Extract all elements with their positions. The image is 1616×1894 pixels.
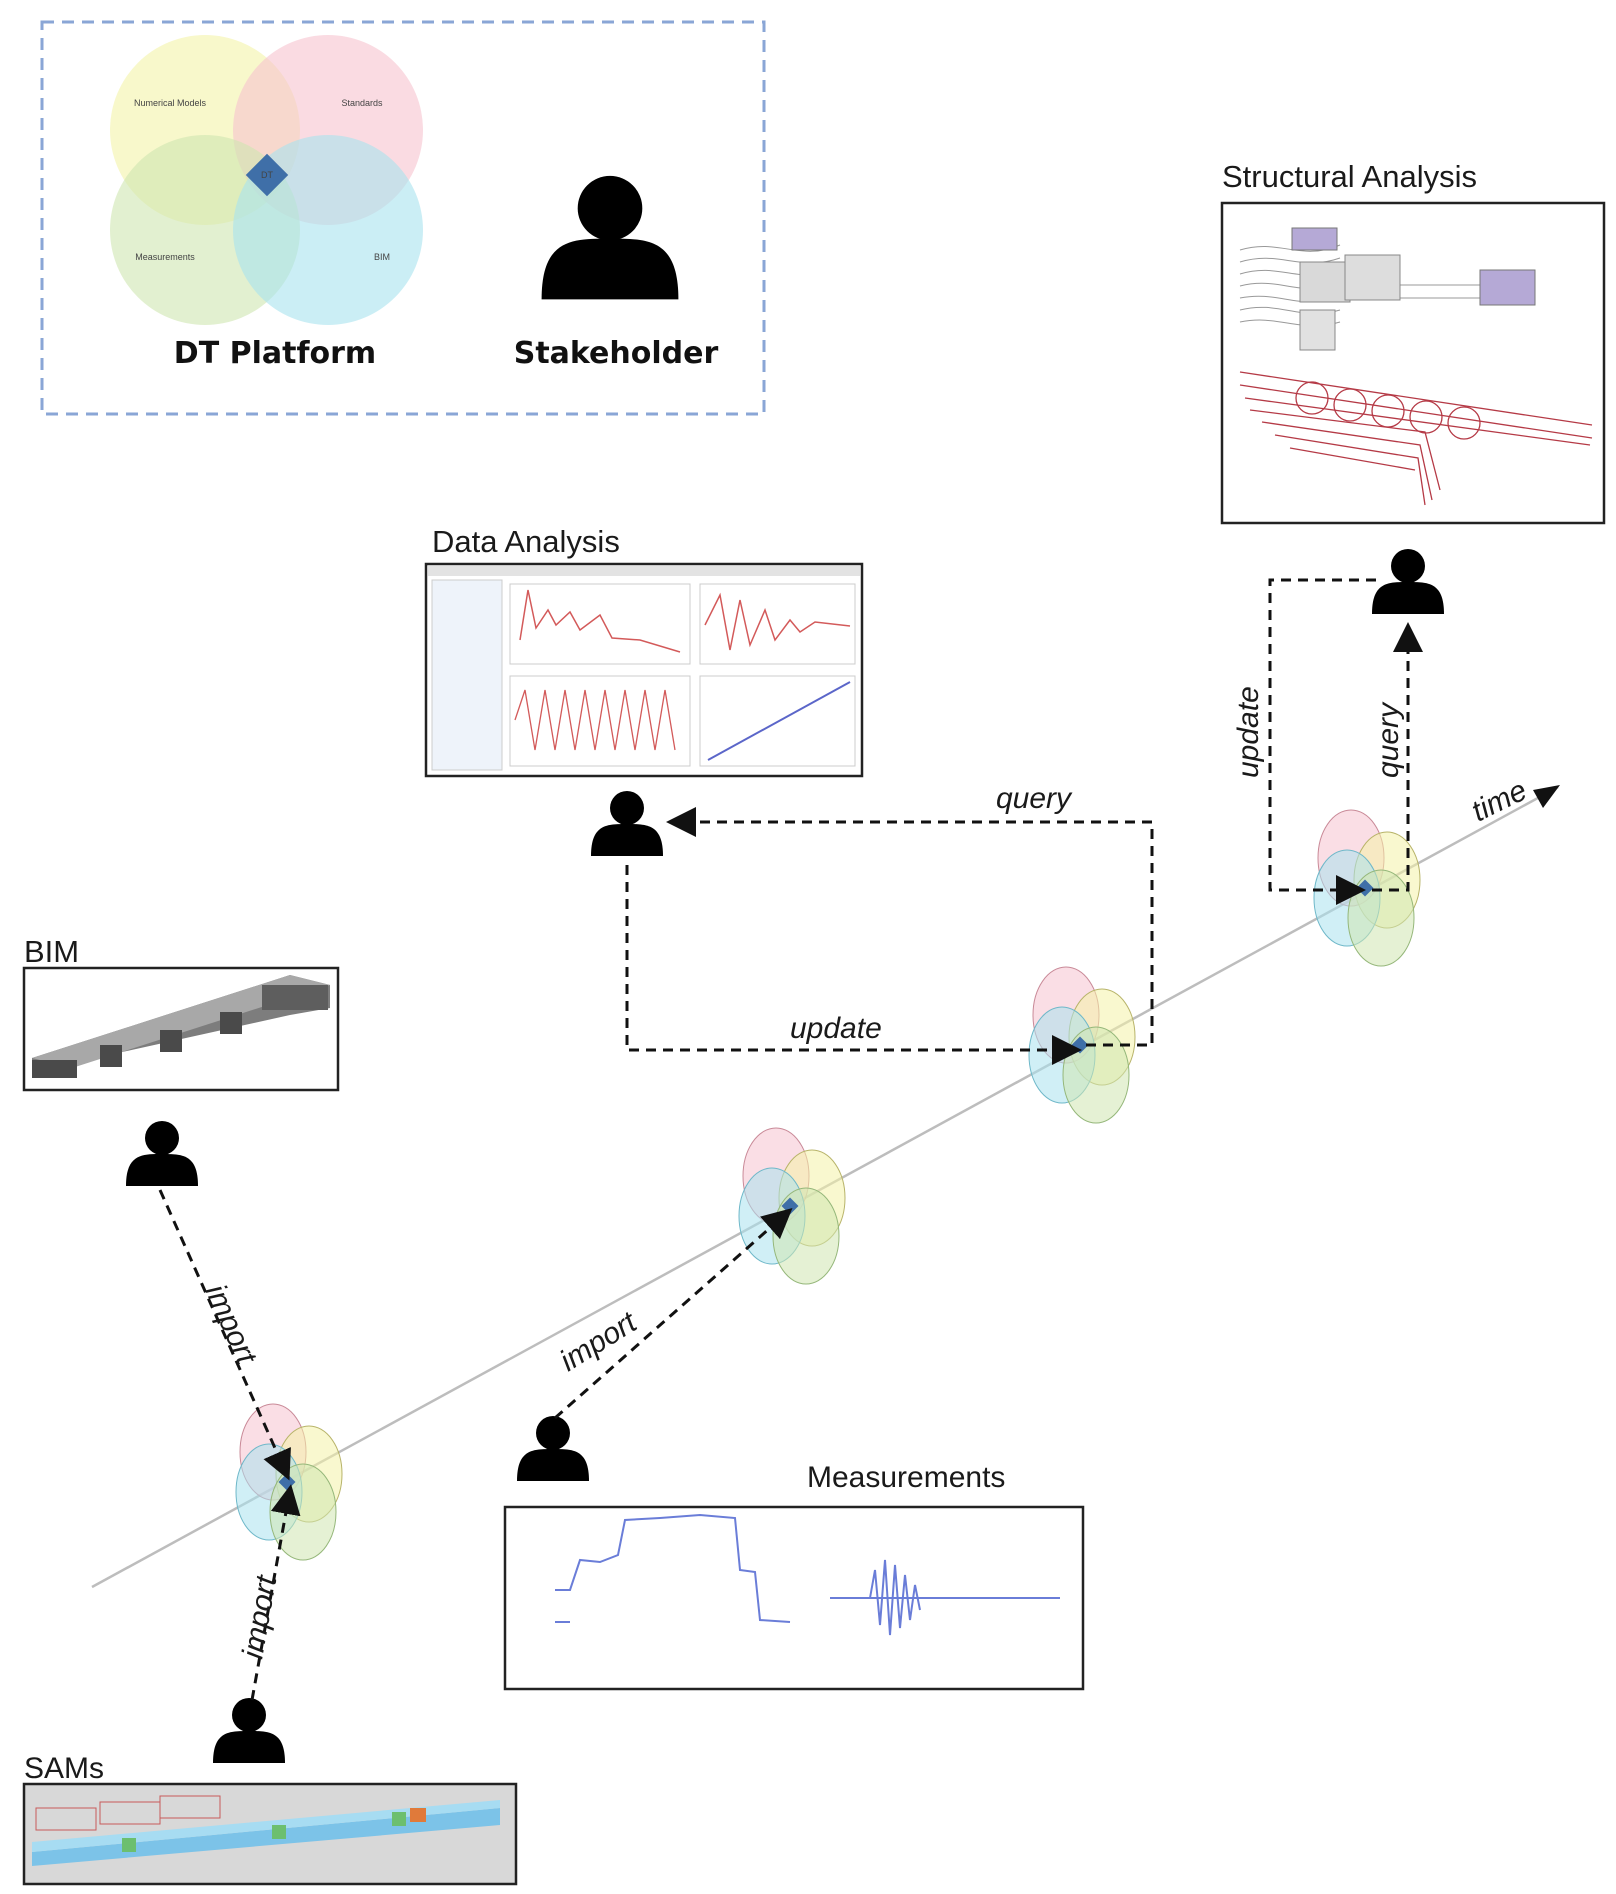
time-axis-arrowhead [1533, 785, 1560, 808]
flow-import-measurements [554, 1208, 793, 1420]
flow-update-data-analysis [625, 865, 1082, 1065]
stakeholder-icon-bim [126, 1121, 198, 1186]
measurements-title: Measurements [807, 1461, 1005, 1494]
data-analysis-panel: Data Analysis [424, 524, 864, 778]
venn-label-standards: Standards [341, 98, 383, 108]
flow-query-structural [1372, 622, 1423, 892]
dt-platform-caption: DT Platform [174, 336, 376, 371]
flow-query-data-analysis [666, 807, 1154, 1047]
legend-box: Numerical Models Standards Measurements … [40, 20, 766, 416]
stakeholder-icon-structural [1372, 549, 1444, 614]
venn-center-dt [245, 153, 289, 197]
venn-label-numerical-models: Numerical Models [134, 98, 207, 108]
flow-label-update-structural: update [1232, 686, 1265, 778]
stakeholder-icon-measurements [517, 1416, 589, 1481]
stakeholder-icon-data-analysis [591, 791, 663, 856]
sams-panel: SAMs [22, 1752, 518, 1886]
venn-diagram: Numerical Models Standards Measurements … [110, 35, 423, 325]
venn-label-bim: BIM [374, 252, 390, 262]
flow-label-query-structural: query [1372, 701, 1405, 778]
bim-panel: BIM [22, 934, 340, 1092]
dt-snapshot-4 [1313, 809, 1421, 967]
flow-label-import-bim: import [199, 1279, 264, 1370]
structural-analysis-title: Structural Analysis [1222, 159, 1477, 194]
dt-snapshot-3 [1028, 966, 1136, 1124]
venn-label-measurements: Measurements [135, 252, 195, 262]
dt-snapshot-2 [738, 1127, 846, 1285]
stakeholder-caption: Stakeholder [514, 336, 719, 371]
truss-model-lines [1239, 371, 1593, 506]
sams-title: SAMs [24, 1752, 104, 1785]
flow-label-import-sams: import [236, 1572, 283, 1661]
flow-import-sams [250, 1484, 301, 1701]
flow-label-update-data-analysis: update [790, 1012, 882, 1045]
flow-label-import-measurements: import [554, 1305, 644, 1378]
flow-label-query-data-analysis: query [996, 782, 1073, 815]
dt-snapshot-1 [235, 1403, 343, 1561]
flow-update-structural [1268, 578, 1376, 905]
venn-label-dt: DT [261, 170, 273, 180]
stakeholder-icon-sams [213, 1698, 285, 1763]
legend-border [40, 20, 766, 416]
stakeholder-icon [541, 175, 679, 300]
data-analysis-title: Data Analysis [432, 524, 620, 559]
measurements-panel: Measurements [503, 1461, 1085, 1691]
structural-analysis-panel: Structural Analysis [1220, 159, 1606, 525]
flow-import-bim [158, 1189, 291, 1481]
bim-title: BIM [24, 934, 79, 969]
